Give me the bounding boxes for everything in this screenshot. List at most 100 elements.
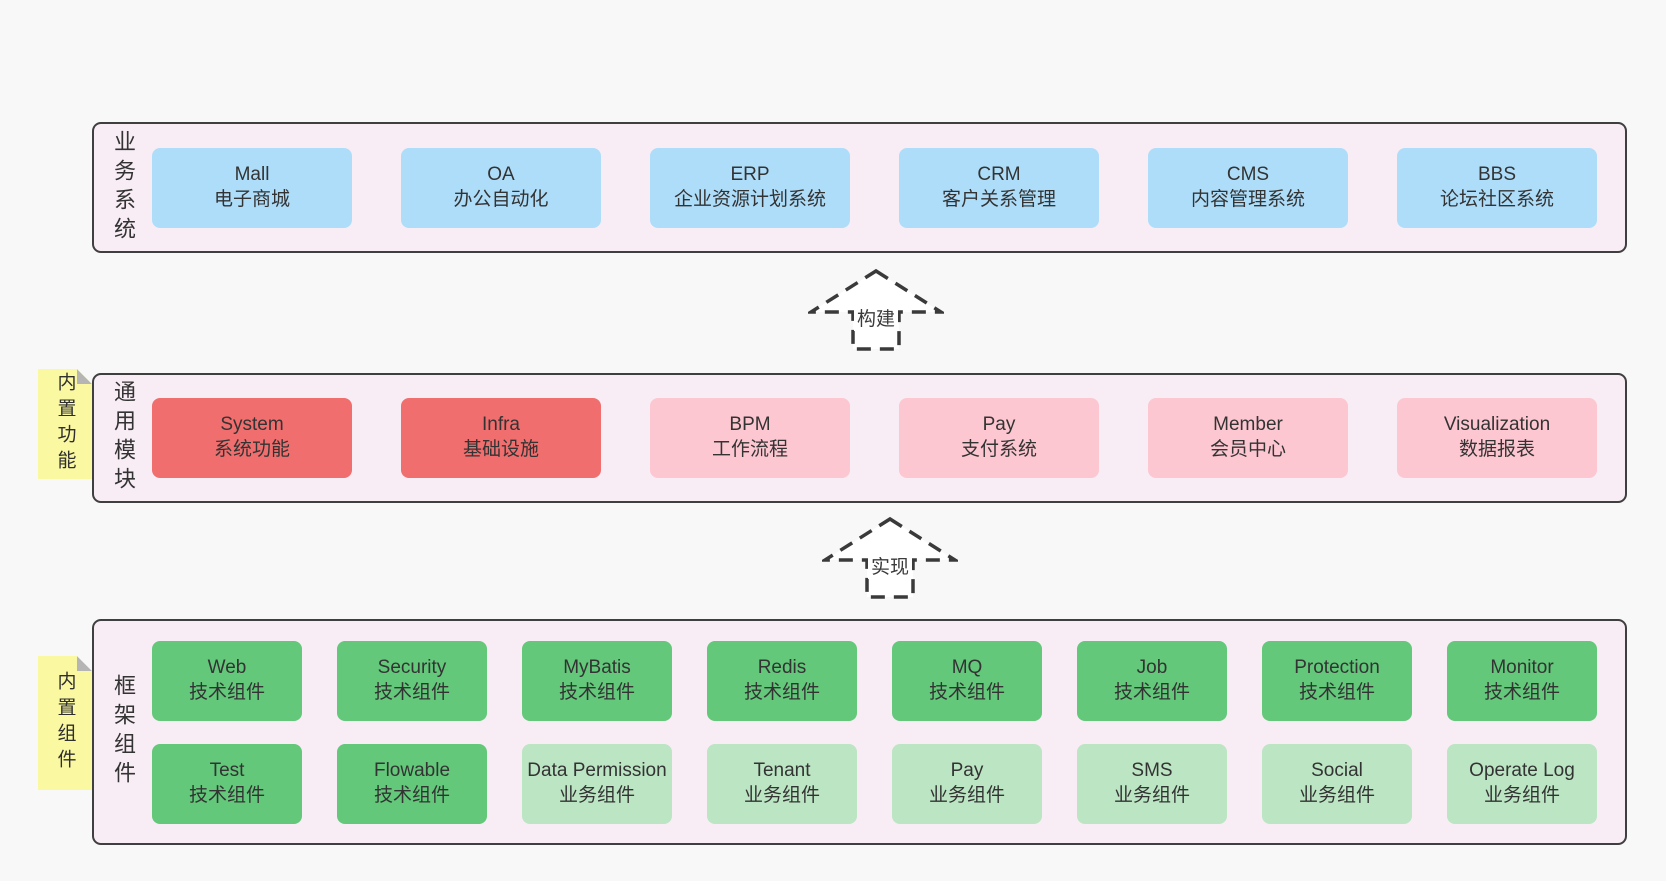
box-title: MQ (951, 656, 983, 678)
box-title: Data Permission (527, 759, 667, 781)
box-subtitle: 业务组件 (1483, 784, 1560, 806)
box-subtitle: 业务组件 (743, 784, 820, 806)
common-modules-layer: 通用模块 System 系统功能 Infra 基础设施 BPM 工作流程 Pay… (92, 373, 1627, 503)
module-box-bpm: BPM 工作流程 (650, 398, 850, 478)
box-title: CMS (1226, 163, 1270, 185)
box-title: Visualization (1443, 414, 1551, 436)
box-subtitle: 办公自动化 (453, 188, 549, 210)
component-box-mq: MQ 技术组件 (892, 640, 1042, 721)
box-subtitle: 技术组件 (1298, 681, 1375, 703)
box-title: Test (209, 759, 245, 781)
box-subtitle: 技术组件 (188, 681, 265, 703)
layer-label-column: 框架组件 (94, 621, 152, 843)
business-box-erp: ERP 企业资源计划系统 (650, 147, 850, 228)
component-box-data-permission: Data Permission 业务组件 (522, 743, 672, 824)
component-row-1: Web 技术组件 Security 技术组件 MyBatis 技术组件 Redi… (152, 640, 1597, 721)
box-title: Pay (982, 414, 1016, 436)
box-title: OA (487, 163, 515, 185)
box-title: CRM (977, 163, 1021, 185)
business-box-bbs: BBS 论坛社区系统 (1397, 147, 1597, 228)
box-subtitle: 业务组件 (558, 784, 635, 806)
business-box-oa: OA 办公自动化 (401, 147, 601, 228)
box-title: Monitor (1490, 656, 1554, 678)
box-title: Job (1136, 656, 1168, 678)
build-arrow: 构建 (808, 268, 944, 352)
box-title: Web (207, 656, 247, 678)
box-subtitle: 内容管理系统 (1190, 188, 1305, 210)
box-title: Infra (481, 414, 521, 436)
box-subtitle: 系统功能 (213, 439, 290, 460)
common-modules-label: 通用模块 (111, 380, 136, 496)
component-box-web: Web 技术组件 (152, 640, 302, 721)
business-boxes-row: Mall 电子商城 OA 办公自动化 ERP 企业资源计划系统 CRM 客户关系… (152, 124, 1625, 251)
framework-components-layer: 框架组件 Web 技术组件 Security 技术组件 MyBatis 技术组件… (92, 619, 1627, 845)
business-systems-layer: 业务系统 Mall 电子商城 OA 办公自动化 ERP 企业资源计划系统 CRM… (92, 122, 1627, 253)
module-box-member: Member 会员中心 (1148, 398, 1348, 478)
sticky-note-text: 内置组件 (54, 671, 76, 775)
box-title: Operate Log (1469, 759, 1575, 781)
box-subtitle: 技术组件 (188, 784, 265, 806)
box-subtitle: 基础设施 (462, 439, 539, 460)
box-title: BPM (729, 414, 771, 436)
box-title: MyBatis (563, 656, 631, 678)
sticky-note-text: 内置功能 (54, 372, 76, 476)
component-box-test: Test 技术组件 (152, 743, 302, 824)
box-title: BBS (1477, 163, 1517, 185)
module-box-pay: Pay 支付系统 (899, 398, 1099, 478)
component-box-social: Social 业务组件 (1262, 743, 1412, 824)
box-subtitle: 技术组件 (558, 681, 635, 703)
component-box-sms: SMS 业务组件 (1077, 743, 1227, 824)
business-box-mall: Mall 电子商城 (152, 147, 352, 228)
box-subtitle: 电子商城 (213, 188, 290, 210)
box-title: Protection (1294, 656, 1380, 678)
box-title: SMS (1131, 759, 1173, 781)
box-title: Tenant (753, 759, 811, 781)
box-subtitle: 技术组件 (373, 681, 450, 703)
sticky-note-built-in-features: 内置功能 (38, 369, 92, 479)
box-subtitle: 业务组件 (1298, 784, 1375, 806)
component-box-security: Security 技术组件 (337, 640, 487, 721)
box-subtitle: 会员中心 (1209, 439, 1286, 460)
component-box-redis: Redis 技术组件 (707, 640, 857, 721)
component-box-operate-log: Operate Log 业务组件 (1447, 743, 1597, 824)
box-title: Security (377, 656, 447, 678)
component-box-monitor: Monitor 技术组件 (1447, 640, 1597, 721)
box-subtitle: 技术组件 (928, 681, 1005, 703)
box-subtitle: 企业资源计划系统 (673, 188, 826, 210)
business-systems-label: 业务系统 (111, 129, 136, 246)
component-box-job: Job 技术组件 (1077, 640, 1227, 721)
build-arrow-label: 构建 (853, 304, 899, 331)
component-box-flowable: Flowable 技术组件 (337, 743, 487, 824)
component-boxes-grid: Web 技术组件 Security 技术组件 MyBatis 技术组件 Redi… (152, 621, 1625, 843)
box-subtitle: 业务组件 (928, 784, 1005, 806)
box-subtitle: 数据报表 (1458, 439, 1535, 460)
box-title: Social (1311, 759, 1363, 781)
box-subtitle: 业务组件 (1113, 784, 1190, 806)
module-boxes-row: System 系统功能 Infra 基础设施 BPM 工作流程 Pay 支付系统… (152, 375, 1625, 501)
box-subtitle: 技术组件 (1483, 681, 1560, 703)
component-box-protection: Protection 技术组件 (1262, 640, 1412, 721)
layer-label-column: 通用模块 (94, 375, 152, 501)
box-subtitle: 客户关系管理 (941, 188, 1056, 210)
box-title: System (220, 414, 284, 436)
component-box-mybatis: MyBatis 技术组件 (522, 640, 672, 721)
framework-components-label: 框架组件 (111, 674, 136, 790)
business-box-crm: CRM 客户关系管理 (899, 147, 1099, 228)
box-subtitle: 技术组件 (743, 681, 820, 703)
box-title: Mall (234, 163, 270, 185)
box-subtitle: 工作流程 (711, 439, 788, 460)
module-box-system: System 系统功能 (152, 398, 352, 478)
box-title: Flowable (373, 759, 451, 781)
box-title: ERP (730, 163, 770, 185)
box-subtitle: 论坛社区系统 (1439, 188, 1554, 210)
box-subtitle: 支付系统 (960, 439, 1037, 460)
folded-corner-icon (77, 369, 92, 384)
implement-arrow-label: 实现 (867, 552, 913, 579)
box-title: Pay (950, 759, 984, 781)
folded-corner-icon (77, 656, 92, 671)
box-subtitle: 技术组件 (373, 784, 450, 806)
box-subtitle: 技术组件 (1113, 681, 1190, 703)
module-box-infra: Infra 基础设施 (401, 398, 601, 478)
box-title: Redis (757, 656, 807, 678)
